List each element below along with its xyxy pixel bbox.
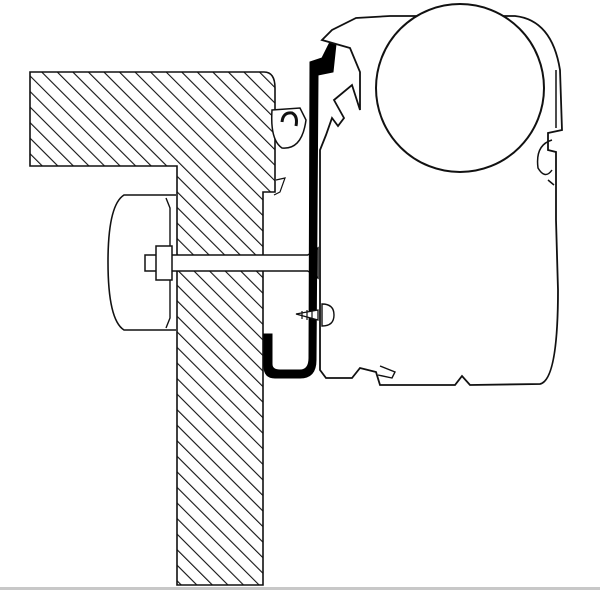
wall-clip-inner (280, 111, 298, 127)
wall-notch (273, 177, 286, 196)
bottom-border (0, 587, 600, 590)
awning-roller (375, 3, 545, 173)
awning-bottom-lip (377, 365, 396, 379)
bolt-nut (155, 245, 173, 281)
awning-housing-inner (536, 70, 557, 186)
mounting-bracket (263, 41, 337, 379)
wall-section (29, 71, 276, 586)
end-cap (107, 194, 176, 331)
screw (295, 303, 335, 327)
